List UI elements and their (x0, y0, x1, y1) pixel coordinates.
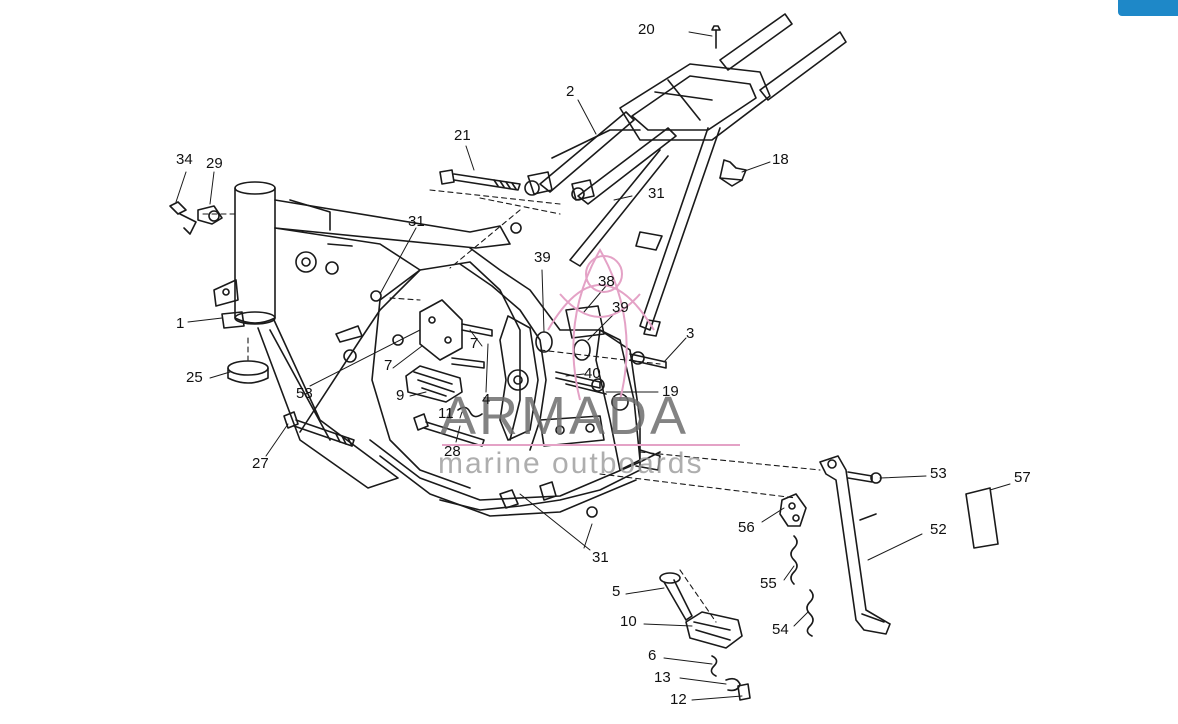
rear-subframe (524, 13, 847, 337)
callout-56: 56 (738, 519, 755, 536)
callout-39-right: 39 (612, 299, 629, 316)
callout-11: 11 (438, 405, 454, 422)
callout-31-right: 31 (648, 185, 665, 202)
watermark-emblem (547, 247, 655, 401)
callout-29: 29 (206, 155, 223, 172)
watermark-divider (442, 444, 740, 446)
callout-40: 40 (584, 365, 601, 382)
callout-20: 20 (638, 21, 655, 38)
callout-53: 53 (930, 465, 947, 482)
callout-31-top: 31 (408, 213, 425, 230)
callout-52: 52 (930, 521, 947, 538)
callout-34: 34 (176, 151, 193, 168)
callout-28: 28 (444, 443, 461, 460)
callout-13: 13 (654, 669, 671, 686)
callout-4: 4 (482, 391, 491, 408)
callout-7-right: 7 (470, 335, 479, 352)
callout-1: 1 (176, 315, 185, 332)
callout-55: 55 (760, 575, 777, 592)
callout-39-left: 39 (534, 249, 551, 266)
callout-54: 54 (772, 621, 789, 638)
watermark-title: ARMADA (440, 386, 690, 446)
callout-7-left: 7 (384, 357, 393, 374)
callout-5: 5 (612, 583, 621, 600)
callout-2: 2 (566, 83, 575, 100)
callout-58: 58 (296, 385, 313, 402)
callout-25: 25 (186, 369, 203, 386)
callout-10: 10 (620, 613, 637, 630)
callout-21: 21 (454, 127, 471, 144)
callout-12: 12 (670, 691, 687, 708)
watermark-subtitle: marine outboards (438, 447, 704, 480)
assembly-dashed-lines (199, 189, 821, 623)
callout-57: 57 (1014, 469, 1031, 486)
loose-parts (169, 169, 999, 701)
callout-18: 18 (772, 151, 789, 168)
callout-3: 3 (686, 325, 695, 342)
callout-6: 6 (648, 647, 657, 664)
callout-38: 38 (598, 273, 615, 290)
callout-27: 27 (252, 455, 269, 472)
callout-9: 9 (396, 387, 405, 404)
callout-31-bottom: 31 (592, 549, 609, 566)
corner-tab[interactable] (1118, 0, 1178, 16)
leader-lines (175, 31, 1011, 701)
callout-19: 19 (662, 383, 679, 400)
